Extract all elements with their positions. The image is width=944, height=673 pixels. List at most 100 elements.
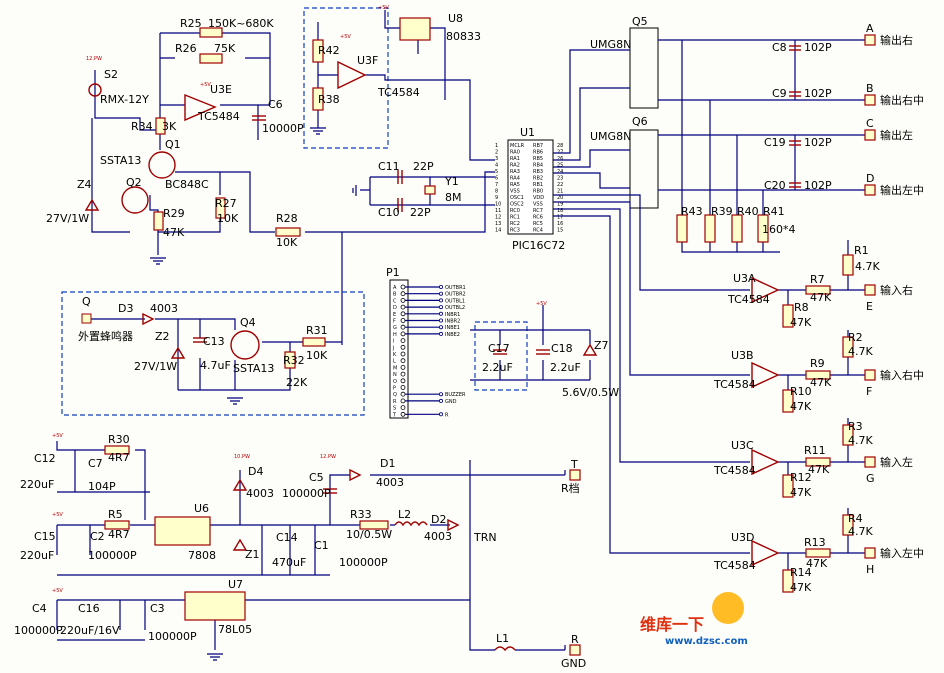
label-r25: R25 xyxy=(180,17,202,30)
buzzer-block: Q 外置蜂鸣器 D3 4003 Z2 27V/1W C13 4.7uF Q4 S… xyxy=(61,291,365,416)
resistor-r14 xyxy=(782,569,794,593)
label-r2: R2 xyxy=(848,331,863,344)
value-c9: 102P xyxy=(804,87,832,100)
connector-label: 输出左 xyxy=(880,128,913,142)
connector-pad xyxy=(864,129,876,141)
connector-label: 输出右 xyxy=(880,33,913,47)
label-r14: R14 xyxy=(790,566,812,579)
label-c16: C16 xyxy=(78,602,100,615)
value-c5: 100000P xyxy=(282,487,331,500)
u1-pin-label-left: RC0 xyxy=(510,208,520,214)
u1-pin-label-right: RB1 xyxy=(533,182,543,188)
value-c10: 22P xyxy=(410,206,431,219)
label-z2: Z2 xyxy=(155,330,170,343)
zener-z2 xyxy=(170,346,186,359)
transistor-q6 xyxy=(629,129,659,209)
u1-pin-number-left: 7 xyxy=(495,182,498,188)
u1-pin-label-left: RA4 xyxy=(510,176,520,182)
diode-d1 xyxy=(349,468,362,482)
u1-pin-label-right: RB0 xyxy=(533,189,543,195)
u1-pin-number-left: 8 xyxy=(495,189,498,195)
u1-pin-label-right: RC6 xyxy=(533,215,543,221)
u1-pin-number-right: 21 xyxy=(557,189,563,195)
p1-pin-letter: M xyxy=(393,365,397,371)
u1-pin-number-left: 1 xyxy=(495,143,498,149)
rail-c12: +5V xyxy=(52,433,63,439)
label-r33: R33 xyxy=(350,508,372,521)
u1-pin-label-right: RC4 xyxy=(533,228,543,234)
regulator-u6 xyxy=(154,516,211,546)
transistor-q4 xyxy=(230,330,260,360)
rail-u8: +5V xyxy=(378,5,389,11)
value-r13: 47K xyxy=(806,557,828,570)
p1-pin-letter: Q xyxy=(393,392,397,398)
label-c20: C20 xyxy=(764,179,786,192)
label-u3f: U3F xyxy=(357,54,378,67)
value-c7: 104P xyxy=(88,480,116,493)
diode-d3 xyxy=(142,312,155,326)
p1-signal-node xyxy=(438,311,443,316)
crystal-y1 xyxy=(424,185,436,195)
connector-letter: B xyxy=(866,82,874,95)
u1-pin-number-right: 17 xyxy=(557,215,563,221)
resistor-r40 xyxy=(731,214,743,243)
rail-c5: 12.PW xyxy=(320,454,336,460)
u1-pin-number-right: 28 xyxy=(557,143,563,149)
label-c9: C9 xyxy=(772,87,787,100)
label-s2: S2 xyxy=(104,68,118,81)
u3f-block: R42 R38 +5V U3F TC4584 xyxy=(303,7,495,161)
u1-pin-number-right: 22 xyxy=(557,182,563,188)
connector-label: 输入右中 xyxy=(880,368,924,382)
label-q6: Q6 xyxy=(632,115,648,128)
value-c8: 102P xyxy=(804,41,832,54)
p1-signal-label: BUZZER xyxy=(445,392,466,398)
opamp-u3a xyxy=(751,276,780,304)
connector-pad xyxy=(569,469,581,481)
u1-pin-number-left: 6 xyxy=(495,176,498,182)
label-u8: U8 xyxy=(448,12,463,25)
connector-label: R档 xyxy=(561,481,580,495)
connector-label: 输出左中 xyxy=(880,183,924,197)
value-r11: 47K xyxy=(808,463,830,476)
connector-letter: A xyxy=(866,22,874,35)
label-c6: C6 xyxy=(268,98,283,111)
u1-pin-number-right: 19 xyxy=(557,202,563,208)
resistor-r27 xyxy=(215,197,226,219)
connector-label: 输出右中 xyxy=(880,93,924,107)
p1-signal-node xyxy=(438,325,443,330)
transistor-q2 xyxy=(121,186,149,214)
label-d3: D3 xyxy=(118,302,133,315)
label-z1: Z1 xyxy=(245,548,260,561)
resistor-r39 xyxy=(704,214,716,243)
value-r27: 10K xyxy=(217,212,239,225)
value-c15: 220uF xyxy=(20,549,54,562)
value-r9: 47K xyxy=(810,376,832,389)
label-r9: R9 xyxy=(810,357,825,370)
zener-z4 xyxy=(84,198,100,211)
value-d1: 4003 xyxy=(376,476,404,489)
p1-signal-label: INBR2 xyxy=(445,319,460,325)
label-r26: R26 xyxy=(175,42,197,55)
value-z4: 27V/1W xyxy=(46,212,89,225)
label-y1: Y1 xyxy=(444,175,459,188)
label-r3: R3 xyxy=(848,420,863,433)
label-r27: R27 xyxy=(215,197,237,210)
label-c5: C5 xyxy=(309,471,324,484)
p1-pin-letter: L xyxy=(393,359,396,365)
u1-pin-number-right: 18 xyxy=(557,208,563,214)
label-r4: R4 xyxy=(848,512,863,525)
label-c10: C10 xyxy=(378,206,400,219)
value-c12: 220uF xyxy=(20,478,54,491)
value-c2: 100000P xyxy=(88,549,137,562)
u1-pin-label-right: VSS xyxy=(533,202,543,208)
value-q2: SSTA13 xyxy=(100,154,141,167)
p1-signal-label: INBR1 xyxy=(445,312,460,318)
u1-pin-label-left: RA3 xyxy=(510,169,520,175)
value-r14: 47K xyxy=(790,581,812,594)
resistor-r33 xyxy=(359,520,389,530)
label-z7: Z7 xyxy=(594,339,609,352)
connector-pad xyxy=(864,94,876,106)
opamp-u3e xyxy=(184,93,217,122)
label-q2: Q2 xyxy=(126,176,142,189)
p1-pin-hole xyxy=(400,351,406,357)
